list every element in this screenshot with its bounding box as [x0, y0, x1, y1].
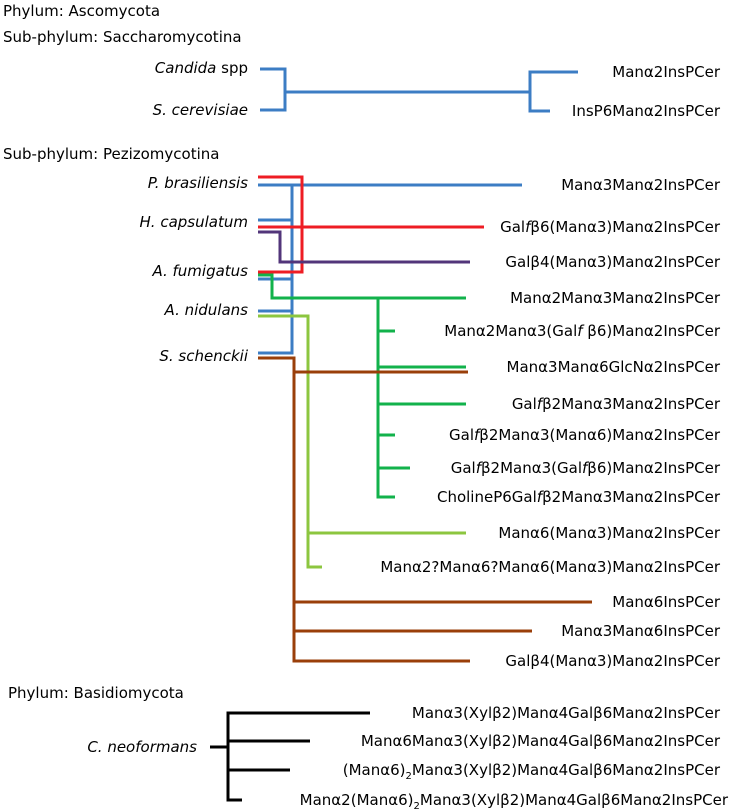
- organism-a-nidulans: A. nidulans: [164, 301, 249, 319]
- structure-label: Manα2Manα3(Galf β6)Manα2InsPCer: [444, 322, 721, 340]
- subphylum-pezizomycotina-label: Sub-phylum: Pezizomycotina: [3, 145, 219, 163]
- purple-branch-galβ4: [258, 230, 470, 264]
- brown-bracket: [258, 356, 470, 663]
- brown-lineage: [258, 356, 592, 663]
- green-branch-man3: [258, 273, 466, 300]
- structure-label: Manα2Manα3Manα2InsPCer: [510, 289, 721, 307]
- structure-label: Galfβ2Manα3(Galfβ6)Manα2InsPCer: [451, 459, 721, 477]
- red-bracket: [258, 175, 304, 274]
- organism-s-cerevisiae: S. cerevisiae: [153, 101, 248, 119]
- structure-label: (Manα6)2Manα3(Xylβ2)Manα4Galβ6Manα2InsPC…: [343, 761, 721, 782]
- organism-candida: Candida spp: [155, 59, 248, 77]
- red-lineage: [258, 175, 484, 274]
- structure-label: Manα6(Manα3)Manα2InsPCer: [498, 524, 720, 542]
- structure-label: CholineP6Galfβ2Manα3Manα2InsPCer: [437, 488, 721, 506]
- sacch-branches: [260, 67, 578, 113]
- structure-label: Manα6Manα3(Xylβ2)Manα4Galβ6Manα2InsPCer: [361, 732, 721, 750]
- lightgreen-bracket: [258, 314, 322, 569]
- structure-label: Manα3Manα2InsPCer: [561, 176, 721, 194]
- structure-label: Galβ4(Manα3)Manα2InsPCer: [505, 652, 720, 670]
- structure-label: Galfβ2Manα3Manα2InsPCer: [512, 395, 721, 413]
- sacch-structure-bracket: [528, 70, 578, 113]
- structure-label: Manα3(Xylβ2)Manα4Galβ6Manα2InsPCer: [412, 704, 721, 722]
- structure-label: Galβ4(Manα3)Manα2InsPCer: [505, 253, 720, 271]
- structure-label: InsP6Manα2InsPCer: [572, 102, 721, 120]
- lightgreen-lineage: [258, 314, 466, 569]
- phylum-ascomycota-label: Phylum: Ascomycota: [3, 2, 160, 20]
- subphylum-saccharomycotina-label: Sub-phylum: Saccharomycotina: [3, 28, 242, 46]
- green-vertical: [376, 298, 395, 499]
- structure-label: Manα2(Manα6)2Manα3(Xylβ2)Manα4Galβ6Manα2…: [300, 791, 729, 812]
- structure-label: Manα2?Manα6?Manα6(Manα3)Manα2InsPCer: [380, 558, 720, 576]
- structure-label: Manα3Manα6InsPCer: [561, 622, 721, 640]
- structure-label: Galfβ6(Manα3)Manα2InsPCer: [500, 218, 721, 236]
- green-lineage: [258, 273, 466, 499]
- structure-label: Manα3Manα6GlcNα2InsPCer: [507, 358, 721, 376]
- organism-p-brasiliensis: P. brasiliensis: [148, 174, 248, 192]
- organism-a-fumigatus: A. fumigatus: [151, 262, 248, 280]
- organism-c-neoformans: C. neoformans: [87, 738, 197, 756]
- structure-labels: Manα2InsPCer InsP6Manα2InsPCer Manα3Manα…: [300, 63, 729, 812]
- structure-label: Manα6InsPCer: [612, 593, 721, 611]
- organism-s-schenckii: S. schenckii: [159, 347, 248, 365]
- purple-lineage: [258, 230, 470, 264]
- blue-vertical: [258, 185, 294, 355]
- basidio-branches: [210, 711, 370, 802]
- organism-h-capsulatum: H. capsulatum: [140, 213, 248, 231]
- structure-label: Manα2InsPCer: [612, 63, 721, 81]
- phylum-basidiomycota-label: Phylum: Basidiomycota: [8, 684, 184, 702]
- structure-label: Galfβ2Manα3(Manα6)Manα2InsPCer: [449, 426, 721, 444]
- sacch-species-bracket: [260, 67, 287, 112]
- basidio-bracket: [226, 711, 370, 802]
